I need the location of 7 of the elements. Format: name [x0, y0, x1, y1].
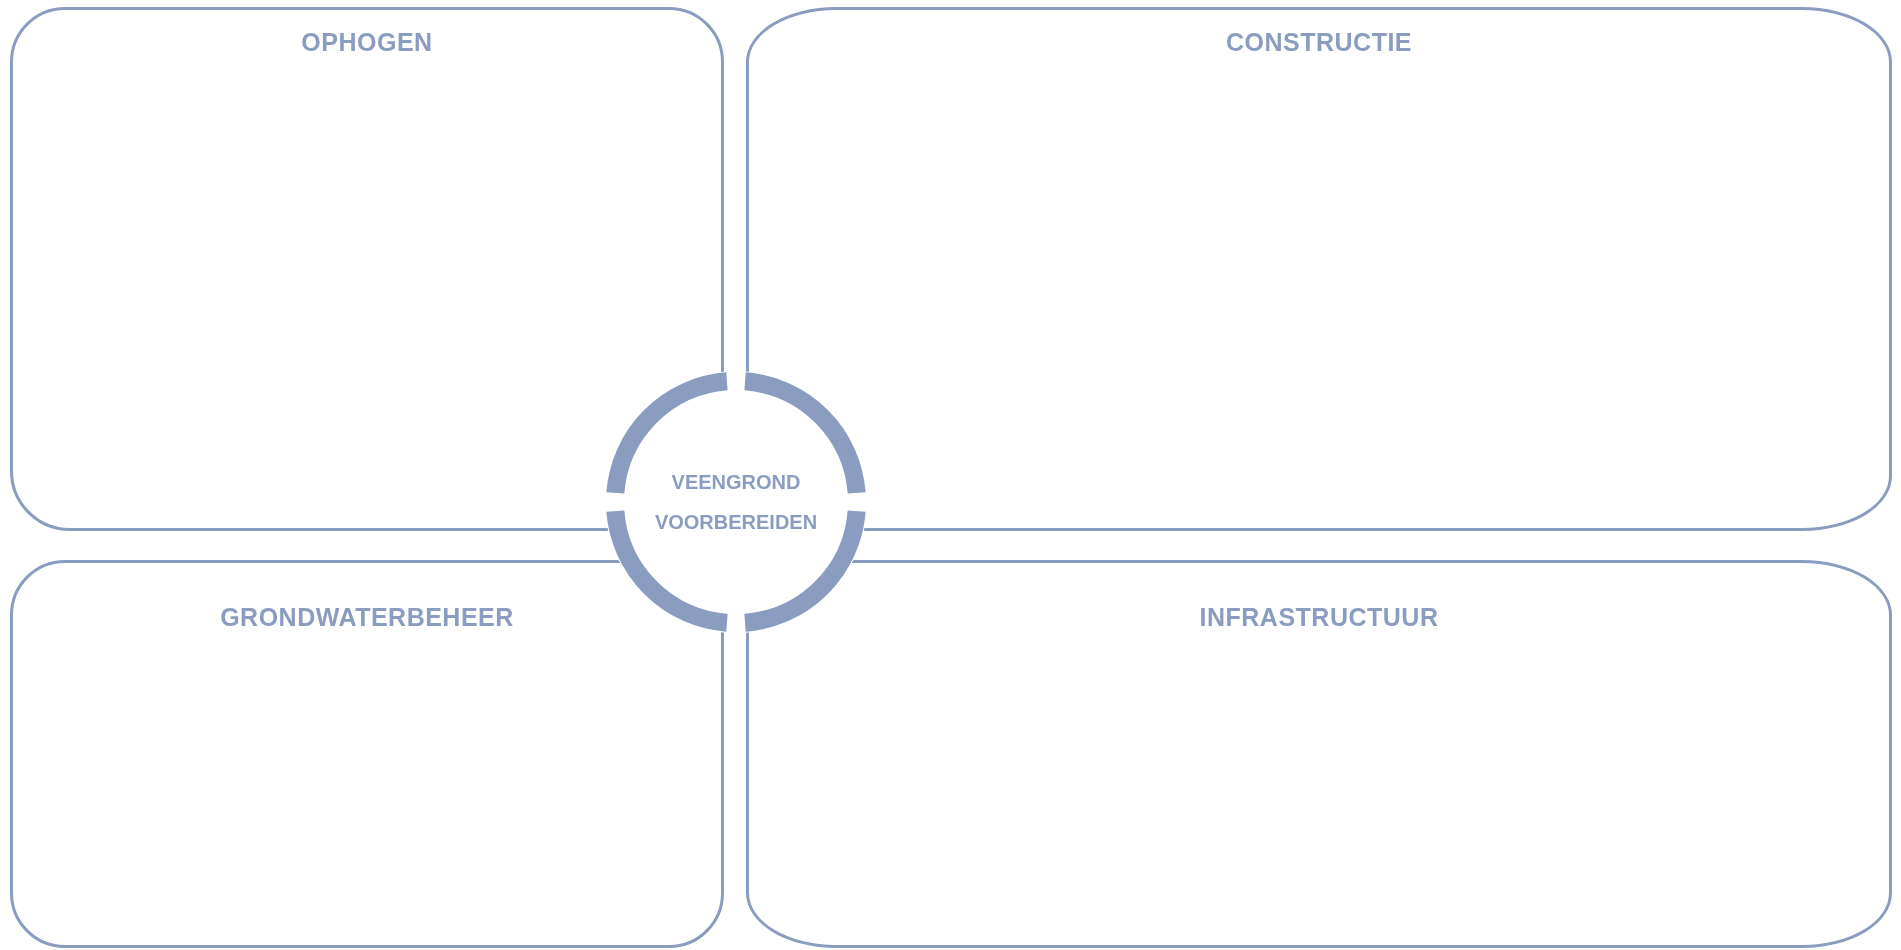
panel-heading: CONSTRUCTIE: [1225, 28, 1413, 57]
topic-panel: [10, 560, 724, 948]
panel-heading: OPHOGEN: [301, 28, 433, 57]
topic-panel: [746, 560, 1892, 948]
panel-heading: INFRASTRUCTUUR: [1199, 603, 1439, 632]
panel-heading: GRONDWATERBEHEER: [220, 603, 514, 632]
center-label: VEENGROND VOORBEREIDEN: [653, 470, 819, 535]
